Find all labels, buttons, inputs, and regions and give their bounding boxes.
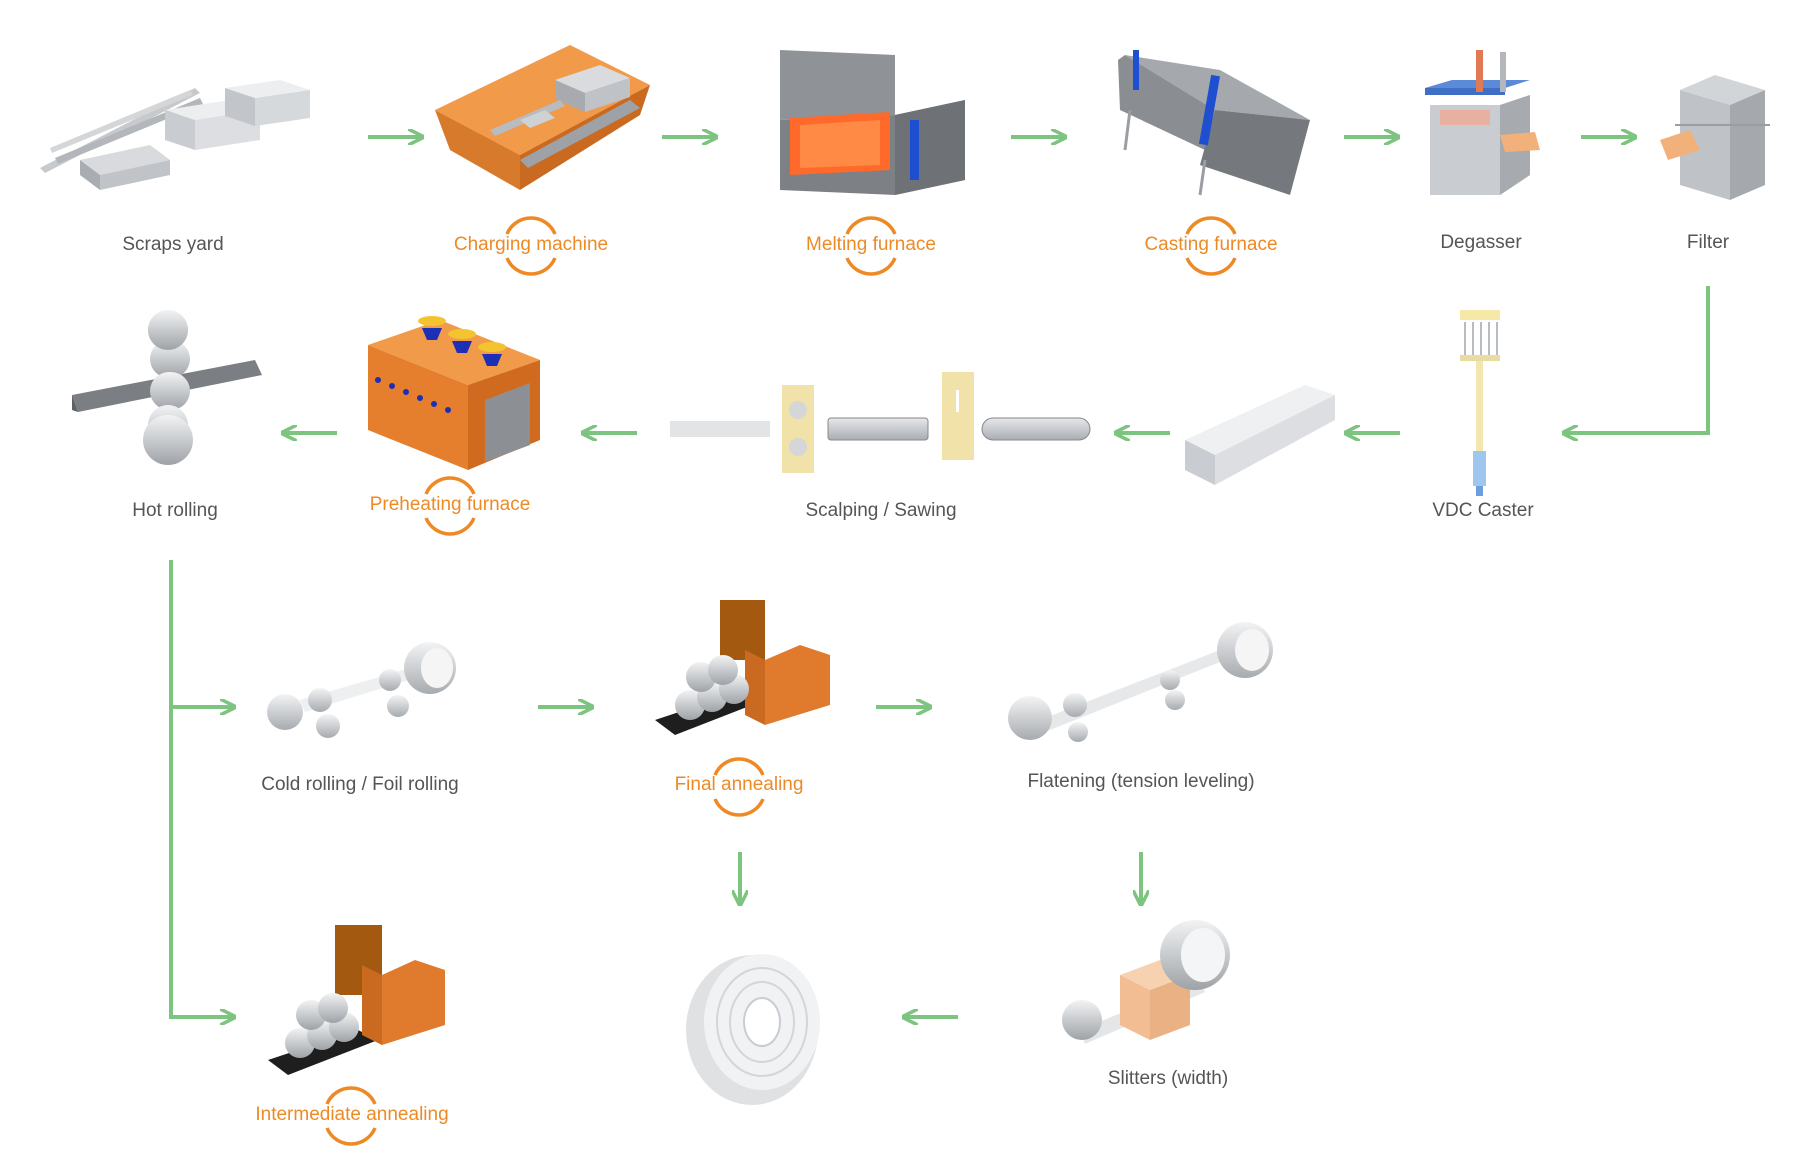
- degasser-icon: [1425, 50, 1540, 195]
- scalping-saw-icon: [670, 372, 1091, 473]
- step-label-final-annealing: Final annealing: [674, 774, 804, 795]
- step-label-degasser: Degasser: [1440, 232, 1522, 253]
- heat-cycle-icon: [713, 757, 765, 817]
- step-label-preheating-furnace: Preheating furnace: [369, 494, 531, 515]
- cold-rolling-mill-icon: [267, 642, 456, 738]
- step-label-melting-furnace: Melting furnace: [806, 234, 936, 255]
- casting-furnace-icon: [1118, 50, 1310, 196]
- step-label-vdc-caster: VDC Caster: [1432, 500, 1534, 521]
- flow-arrows: [169, 137, 1710, 1017]
- step-label-casting-furnace: Casting furnace: [1144, 234, 1278, 255]
- finished-coil-icon: [686, 954, 820, 1105]
- annealing-furnace-icon: [655, 600, 830, 735]
- heat-cycle-icon: [1185, 216, 1237, 276]
- vdc-caster-icon: [1460, 310, 1500, 496]
- step-label-slitters: Slitters (width): [1107, 1068, 1229, 1089]
- step-label-intermediate-annealing: Intermediate annealing: [255, 1104, 449, 1125]
- arrow-hotroll-to-intermediate: [169, 560, 233, 1017]
- scrap-pile-icon: [40, 80, 310, 190]
- step-label-flattening: Flatening (tension leveling): [1027, 771, 1255, 792]
- step-label-hot-rolling: Hot rolling: [132, 500, 218, 521]
- step-label-scalping-sawing: Scalping / Sawing: [805, 500, 957, 521]
- tension-leveler-icon: [1008, 622, 1273, 742]
- ingot-icon: [1185, 385, 1335, 485]
- step-label-cold-rolling: Cold rolling / Foil rolling: [261, 774, 459, 795]
- preheating-furnace-icon: [368, 316, 540, 470]
- heat-cycle-icon: [845, 216, 897, 276]
- hot-rolling-mill-icon: [72, 310, 262, 465]
- step-label-filter: Filter: [1686, 232, 1730, 253]
- heat-cycle-icon: [325, 1086, 377, 1146]
- annealing-furnace-icon-2: [268, 925, 445, 1075]
- step-label-scraps-yard: Scraps yard: [122, 234, 224, 255]
- charging-machine-icon: [435, 45, 650, 190]
- step-label-charging-machine: Charging machine: [453, 234, 609, 255]
- filter-box-icon: [1660, 75, 1770, 200]
- arrow-filter-to-vdc: [1565, 286, 1710, 433]
- slitter-icon: [1062, 920, 1230, 1044]
- heat-cycle-icon: [424, 476, 476, 536]
- melting-furnace-icon: [780, 50, 965, 195]
- heat-cycle-icon: [505, 216, 557, 276]
- heat-cycle-markers: [325, 216, 1237, 1146]
